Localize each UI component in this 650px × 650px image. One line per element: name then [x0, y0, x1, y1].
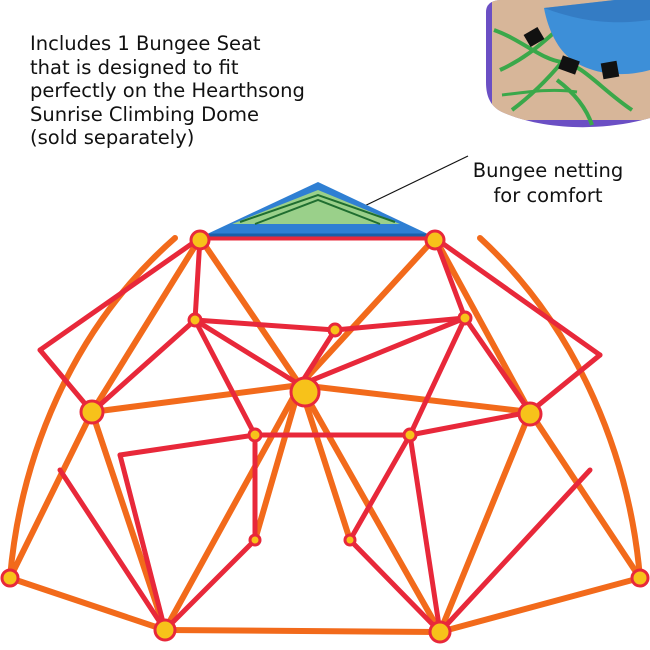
caption-side-line-2: for comfort — [493, 184, 603, 207]
callout-line — [351, 155, 469, 213]
caption-main-line-2: that is designed to fit — [30, 55, 239, 79]
caption-side-line-1: Bungee netting — [472, 159, 624, 182]
caption-main-line-4: Sunrise Climbing Dome — [30, 102, 260, 126]
caption-side: Bungee netting for comfort — [468, 158, 628, 208]
caption-main-line-1: Includes 1 Bungee Seat — [30, 32, 261, 55]
frame-hubs — [0, 229, 650, 644]
bungee-seat — [205, 182, 430, 237]
dome-frame-red — [37, 235, 603, 635]
netting-closeup-inset — [486, 0, 650, 128]
caption-main: Includes 1 Bungee Seat that is designed … — [30, 32, 330, 150]
caption-main-line-5: (sold separately) — [30, 126, 195, 149]
caption-main-line-3: perfectly on the Hearthsong — [30, 79, 305, 102]
